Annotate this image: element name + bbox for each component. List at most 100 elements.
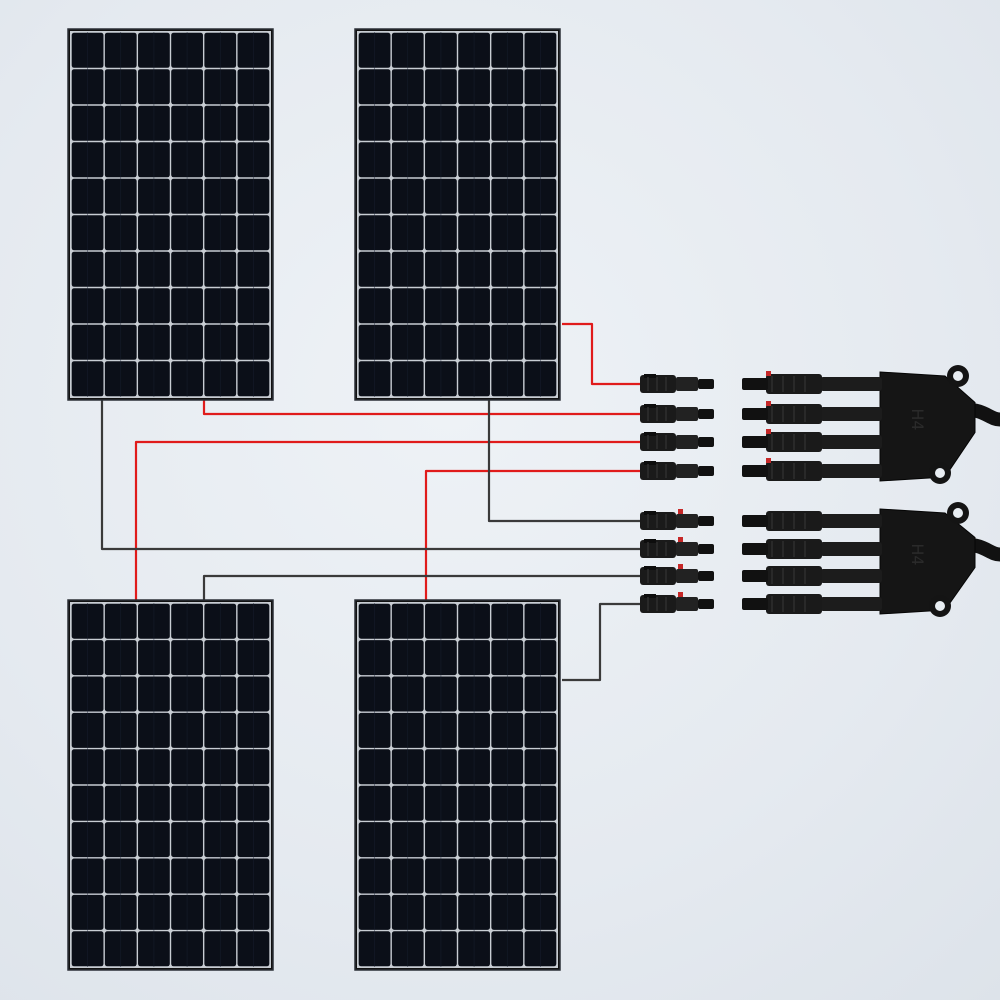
- branch-leg: [742, 458, 882, 481]
- leg-plug-tip: [742, 515, 768, 527]
- panel-backsheet: [357, 31, 558, 398]
- plug-tip: [698, 409, 714, 419]
- plug-body: [640, 433, 676, 451]
- plug-body: [640, 595, 676, 613]
- negative-wire-plug: [640, 564, 714, 585]
- positive-branch-connector: H4: [742, 365, 1000, 484]
- plug-nut: [644, 594, 656, 598]
- plug-sleeve: [676, 514, 698, 528]
- leg-clip: [766, 429, 771, 434]
- plug-body: [640, 405, 676, 423]
- plug-nut: [644, 374, 656, 378]
- leg-cable: [820, 435, 882, 449]
- plug-nut: [644, 511, 656, 515]
- plug-sleeve: [676, 377, 698, 391]
- plug-tip: [698, 571, 714, 581]
- plug-sleeve: [676, 435, 698, 449]
- plug-tip: [698, 379, 714, 389]
- solar-panel-top-right: [354, 28, 561, 401]
- positive-wire-plug: [640, 461, 714, 480]
- positive-wire-plug: [640, 432, 714, 451]
- plug-sleeve: [676, 569, 698, 583]
- negative-wire: [487, 400, 640, 523]
- plug-nut: [644, 539, 656, 543]
- negative-wire: [562, 602, 640, 682]
- branch-hub-label: H4: [908, 543, 927, 565]
- plug-tip: [698, 516, 714, 526]
- plug-tip: [698, 544, 714, 554]
- plug-clip: [678, 537, 683, 542]
- branch-leg: [742, 401, 882, 424]
- plug-clip: [678, 564, 683, 569]
- mount-hole: [935, 601, 945, 611]
- branch-leg: [742, 539, 882, 559]
- plug-body: [640, 375, 676, 393]
- negative-wire-plug: [640, 537, 714, 558]
- leg-cable: [820, 597, 882, 611]
- negative-wire-plug: [640, 592, 714, 613]
- leg-plug-tip: [742, 543, 768, 555]
- positive-wire-plug: [640, 404, 714, 423]
- leg-plug-tip: [742, 598, 768, 610]
- plug-clip: [678, 509, 683, 514]
- panel-backsheet: [70, 602, 271, 968]
- solar-panel-bottom-left: [67, 599, 274, 971]
- plug-body: [640, 512, 676, 530]
- leg-cable: [820, 407, 882, 421]
- solar-panel-top-left: [67, 28, 274, 401]
- mount-hole: [953, 508, 963, 518]
- leg-plug-tip: [742, 408, 768, 420]
- plug-nut: [644, 432, 656, 436]
- plug-nut: [644, 566, 656, 570]
- leg-cable: [820, 377, 882, 391]
- solar-panel-bottom-right: [354, 599, 561, 971]
- positive-wire: [134, 440, 640, 600]
- leg-plug-tip: [742, 570, 768, 582]
- plug-body: [640, 567, 676, 585]
- positive-wire: [202, 400, 640, 416]
- plug-sleeve: [676, 542, 698, 556]
- branch-leg: [742, 511, 882, 531]
- leg-clip: [766, 371, 771, 376]
- branch-leg: [742, 594, 882, 614]
- branch-leg: [742, 566, 882, 586]
- leg-plug-tip: [742, 436, 768, 448]
- plug-tip: [698, 437, 714, 447]
- positive-wire: [562, 322, 640, 386]
- plug-nut: [644, 404, 656, 408]
- plug-sleeve: [676, 407, 698, 421]
- leg-clip: [766, 401, 771, 406]
- plug-tip: [698, 599, 714, 609]
- mount-hole: [953, 371, 963, 381]
- leg-plug-tip: [742, 378, 768, 390]
- positive-wire: [424, 469, 640, 600]
- plug-tip: [698, 466, 714, 476]
- branch-leg: [742, 429, 882, 452]
- plug-sleeve: [676, 597, 698, 611]
- leg-cable: [820, 464, 882, 478]
- panel-backsheet: [357, 602, 558, 968]
- branch-hub-label: H4: [908, 408, 927, 430]
- branch-hub: [879, 371, 976, 482]
- wires-group: [100, 322, 640, 682]
- leg-clip: [766, 458, 771, 463]
- plug-nut: [644, 461, 656, 465]
- leg-cable: [820, 569, 882, 583]
- negative-branch-connector: H4: [742, 502, 1000, 617]
- branch-hub: [879, 508, 976, 615]
- negative-wire-plug: [640, 509, 714, 530]
- mount-hole: [935, 468, 945, 478]
- plug-sleeve: [676, 464, 698, 478]
- positive-wire-plug: [640, 374, 714, 393]
- plug-body: [640, 540, 676, 558]
- negative-wire: [202, 574, 640, 600]
- negative-wire: [100, 400, 640, 551]
- panel-backsheet: [70, 31, 271, 398]
- plug-clip: [678, 592, 683, 597]
- plug-body: [640, 462, 676, 480]
- leg-plug-tip: [742, 465, 768, 477]
- leg-cable: [820, 514, 882, 528]
- branch-leg: [742, 371, 882, 394]
